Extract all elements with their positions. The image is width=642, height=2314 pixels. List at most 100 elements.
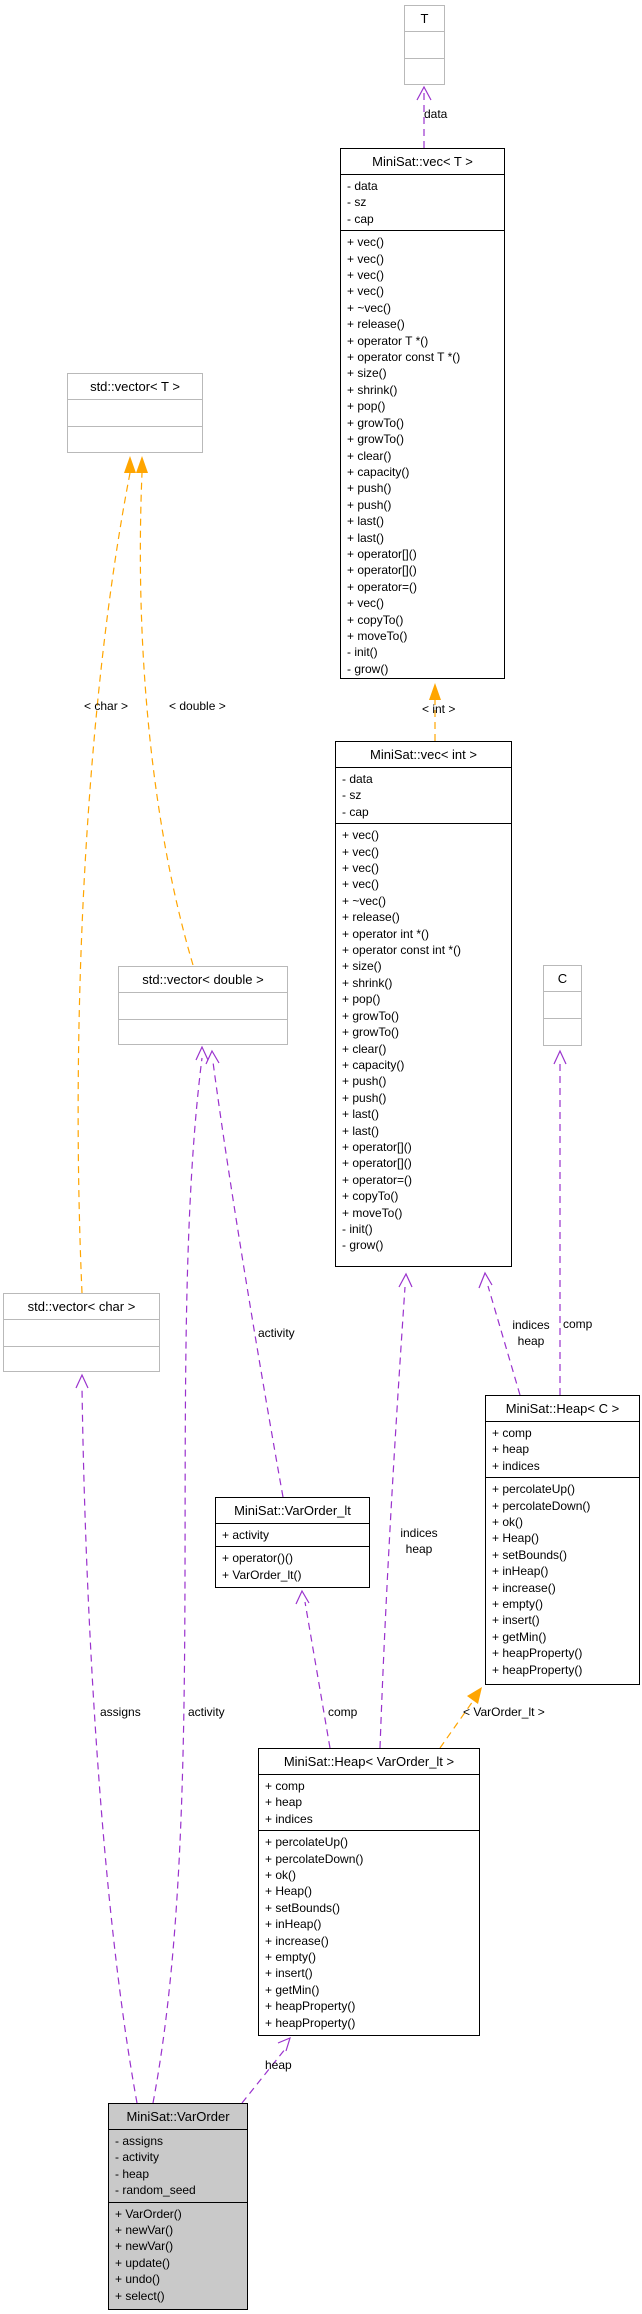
member-row: + inHeap()	[492, 1564, 549, 1579]
member-row: - init()	[342, 1221, 373, 1236]
member-row: + setBounds()	[492, 1547, 568, 1562]
class-box-std-vector-t: std::vector< T >	[67, 373, 203, 453]
member-row: + release()	[342, 910, 400, 925]
fields-compartment: + comp+ heap+ indices	[486, 1422, 639, 1477]
edge-label-comp-heapc: comp	[563, 1317, 593, 1331]
member-row: + empty()	[265, 1950, 317, 1965]
member-row: - random_seed	[115, 2183, 196, 2198]
edge-label-assigns: assigns	[100, 1705, 141, 1719]
member-row: - data	[347, 179, 378, 193]
member-row: + vec()	[347, 596, 385, 611]
member-row: + ~vec()	[342, 893, 387, 908]
member-row: + ok()	[492, 1515, 524, 1530]
fields-compartment: + activity	[216, 1524, 369, 1546]
member-row: + operator const T *()	[347, 350, 461, 365]
class-box-minisat-vec-int[interactable]: MiniSat::vec< int > - data- sz- cap + ve…	[335, 741, 512, 1267]
class-title: MiniSat::vec< T >	[341, 149, 504, 175]
member-row: + push()	[342, 1090, 387, 1105]
edge-indices-heap-volt-usage	[379, 1286, 406, 1749]
member-row: - activity	[115, 2150, 160, 2165]
member-row: + capacity()	[342, 1057, 405, 1072]
member-row: + size()	[342, 959, 382, 974]
member-row: - cap	[342, 804, 369, 819]
class-title: MiniSat::Heap< C >	[486, 1396, 639, 1422]
methods-compartment: + percolateUp()+ percolateDown()+ ok()+ …	[259, 1830, 479, 2034]
member-row: + select()	[115, 2288, 165, 2303]
member-row: + growTo()	[342, 1025, 400, 1040]
member-row: + vec()	[342, 861, 380, 876]
member-row: + vec()	[347, 284, 385, 299]
methods-compartment: + VarOrder()+ newVar()+ newVar()+ update…	[109, 2201, 247, 2307]
member-row: + comp	[492, 1426, 532, 1440]
member-row: - cap	[347, 211, 374, 226]
arrowhead-solid-char	[124, 456, 136, 473]
class-title: std::vector< double >	[119, 967, 287, 993]
edge-template-double	[139, 472, 194, 966]
arrowhead-open-data	[416, 85, 432, 101]
member-row: - data	[342, 772, 373, 786]
class-box-c: C	[543, 965, 582, 1046]
edge-label-indices-heap-heapc: indices heap	[503, 1317, 559, 1349]
class-title: MiniSat::Heap< VarOrder_lt >	[259, 1749, 479, 1775]
member-row: - init()	[347, 645, 378, 660]
member-row: + heapProperty()	[492, 1662, 583, 1677]
fields-compartment: - data - sz- cap	[341, 175, 504, 230]
class-box-minisat-heap-c[interactable]: MiniSat::Heap< C > + comp+ heap+ indices…	[485, 1395, 640, 1685]
member-row: + vec()	[342, 844, 380, 859]
member-row: + VarOrder()	[115, 2206, 182, 2221]
class-box-std-vector-char: std::vector< char >	[3, 1293, 160, 1372]
methods-compartment-empty	[119, 1019, 287, 1044]
class-box-t: T	[404, 5, 445, 85]
edge-label-template-char: < char >	[84, 699, 129, 713]
member-row: + ok()	[265, 1868, 297, 1883]
member-row: + push()	[342, 1074, 387, 1089]
edge-label-line: heap	[517, 1334, 545, 1348]
member-row: + vec()	[347, 251, 385, 266]
member-row: + Heap()	[492, 1531, 540, 1546]
member-row: + VarOrder_lt()	[222, 1567, 302, 1582]
member-row: + last()	[342, 1123, 380, 1138]
class-box-minisat-varorder-lt[interactable]: MiniSat::VarOrder_lt + activity + operat…	[215, 1497, 370, 1588]
member-row: + operator[]()	[342, 1156, 412, 1171]
member-row: + shrink()	[347, 382, 398, 397]
fields-compartment-empty	[68, 400, 202, 426]
member-row: + getMin()	[265, 1982, 320, 1997]
arrowhead-open-activity-lt	[205, 1049, 220, 1065]
edge-activity-varorder-usage	[152, 1057, 203, 2104]
member-row: + operator=()	[342, 1172, 413, 1187]
edge-assigns-usage	[81, 1386, 138, 2104]
methods-compartment: + percolateUp()+ percolateDown()+ ok()+ …	[486, 1477, 639, 1681]
class-box-std-vector-double: std::vector< double >	[118, 966, 288, 1045]
arrowhead-solid-varorderlt	[467, 1687, 482, 1704]
member-row: + moveTo()	[342, 1205, 403, 1220]
arrowhead-open-comp-heapc	[553, 1049, 567, 1065]
methods-compartment: + operator()()+ VarOrder_lt()	[216, 1546, 369, 1586]
class-title: MiniSat::VarOrder_lt	[216, 1498, 369, 1524]
edge-label-activity-varorder: activity	[188, 1705, 225, 1719]
member-row: + growTo()	[347, 415, 405, 430]
methods-compartment-empty	[405, 58, 444, 84]
member-row: - sz	[347, 195, 367, 210]
arrowhead-solid-double	[136, 456, 148, 473]
arrowhead-open-indicesheap-heapc	[478, 1271, 493, 1289]
member-row: + undo()	[115, 2272, 161, 2287]
member-row: + heapProperty()	[265, 1999, 356, 2014]
member-row: + growTo()	[347, 432, 405, 447]
member-row: + vec()	[347, 268, 385, 283]
member-row: + inHeap()	[265, 1917, 322, 1932]
edge-label-comp-volt: comp	[328, 1705, 358, 1719]
edge-comp-volt-usage	[304, 1601, 331, 1749]
member-row: - assigns	[115, 2134, 164, 2148]
member-row: + newVar()	[115, 2239, 174, 2254]
member-row: + empty()	[492, 1597, 544, 1612]
class-box-minisat-vec-t[interactable]: MiniSat::vec< T > - data- sz- cap + vec(…	[340, 148, 505, 679]
class-box-minisat-heap-varorder-lt[interactable]: MiniSat::Heap< VarOrder_lt > + comp+ hea…	[258, 1748, 480, 2036]
edge-label-line: indices	[400, 1526, 438, 1540]
member-row: + vec()	[342, 828, 380, 843]
member-row: + last()	[342, 1107, 380, 1122]
methods-compartment: + vec()+ vec()+ vec()+ vec()+ ~vec()+ re…	[336, 823, 511, 1257]
member-row: + operator[]()	[347, 546, 417, 561]
member-row: + update()	[115, 2255, 171, 2270]
member-row: + pop()	[342, 992, 381, 1007]
class-title: MiniSat::VarOrder	[109, 2104, 247, 2130]
